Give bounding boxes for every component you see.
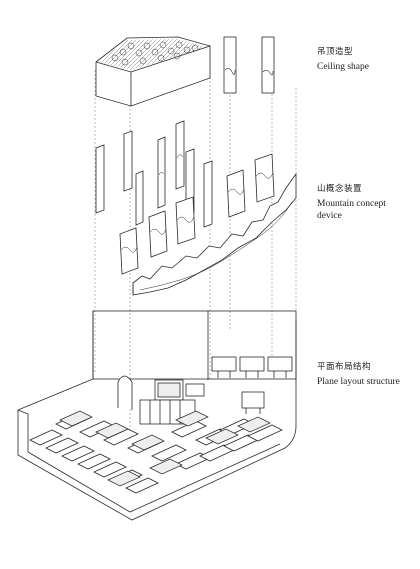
mountain-panel-profiles (120, 154, 274, 253)
upper-dining-tables (211, 356, 293, 414)
label-ceiling: 吊顶造型 Ceiling shape (317, 45, 369, 73)
label-mountain-zh: 山概念装置 (317, 184, 363, 194)
mountain-silhouette (132, 172, 297, 296)
label-ceiling-zh: 吊顶造型 (317, 47, 354, 57)
label-mountain: 山概念装置 Mountain concept device (317, 182, 386, 222)
label-plane-en: Plane layout structure (317, 377, 400, 387)
counter-block (117, 375, 205, 425)
label-ceiling-en: Ceiling shape (317, 62, 369, 72)
booth-tables (59, 410, 271, 487)
ceiling-slats (223, 36, 275, 94)
floor-plan-walls (17, 310, 297, 521)
label-plane-zh: 平面布局结构 (317, 362, 372, 372)
label-plane: 平面布局结构 Plane layout structure (317, 360, 400, 388)
label-mountain-en-line2: device (317, 211, 342, 221)
label-mountain-en: Mountain concept (317, 199, 386, 209)
ceiling-shape (95, 36, 211, 107)
mountain-panels (95, 120, 275, 275)
